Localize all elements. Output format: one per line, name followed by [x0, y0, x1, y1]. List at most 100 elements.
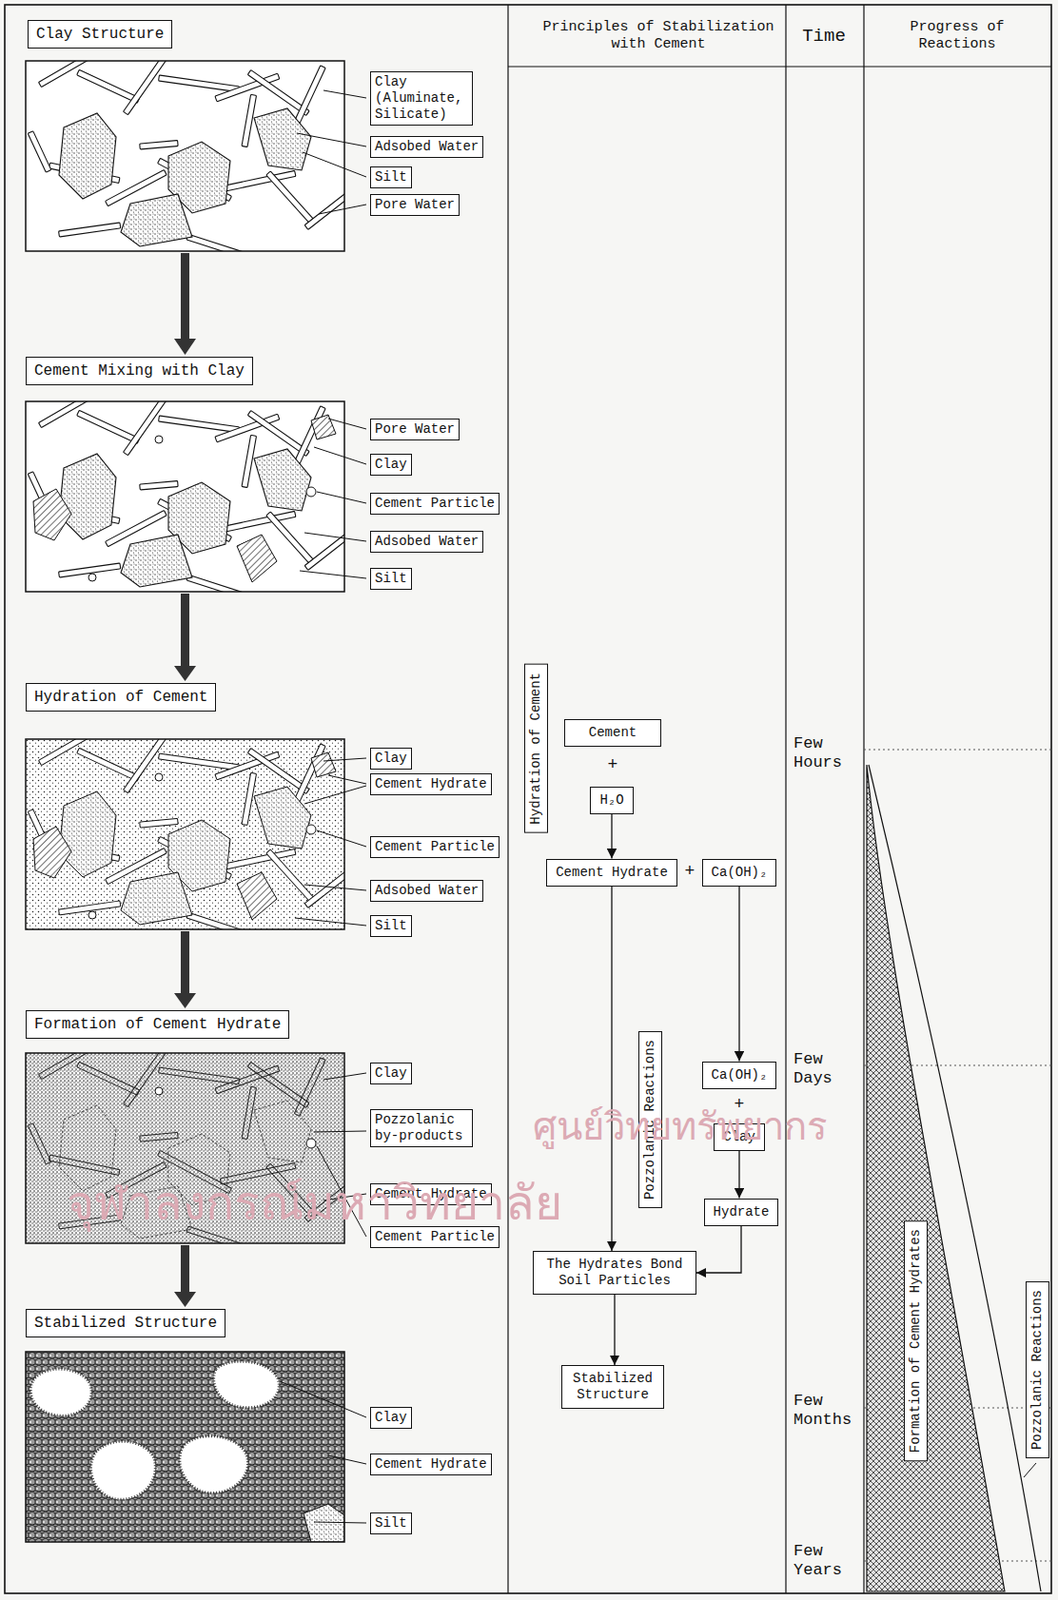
box-text: Silt	[374, 1515, 408, 1532]
column-header: Principles of Stabilization with Cement	[533, 19, 784, 54]
heading-box: Stabilized Structure	[25, 1309, 226, 1338]
flow-arrow	[696, 1226, 742, 1274]
heading-box: Cement Mixing with Clay	[25, 356, 254, 386]
box-text: Adsobed Water	[374, 533, 479, 550]
callout-box: Clay	[370, 1407, 412, 1430]
column-header: Progress of Reactions	[890, 19, 1024, 54]
box-text: Pozzolanic by-products	[374, 1112, 469, 1145]
box-text: Clay	[374, 750, 408, 767]
box-text: Pore Water	[374, 421, 455, 438]
time-label: Few Months	[793, 1391, 863, 1431]
time-label: Few Days	[793, 1050, 863, 1090]
flow-arrow	[738, 886, 740, 1062]
callout-box: Clay	[370, 453, 412, 476]
box-text: Clay	[374, 1065, 408, 1082]
callout-box: Silt	[370, 1512, 412, 1535]
box-text: Formation of Cement Hydrates	[907, 1229, 924, 1453]
leader-lines	[279, 90, 367, 1524]
vertical-box: Hydration of Cement	[524, 664, 549, 834]
box-text: Silt	[374, 570, 408, 588]
watermark: ศูนย์วิทยทรัพยากร	[532, 1103, 1028, 1150]
plus-sign: +	[685, 862, 696, 883]
box-text: Cement Hydrate	[555, 864, 668, 882]
vertical-box: Formation of Cement Hydrates	[903, 1220, 928, 1462]
flow-arrow	[610, 886, 612, 1253]
mixing-panel	[25, 401, 345, 592]
box-text: Pozzolanic Reactions	[1029, 1290, 1046, 1450]
box-text: Adsobed Water	[374, 138, 479, 156]
callout-box: Cement Hydrate	[370, 1453, 492, 1476]
callout-box: Cement Particle	[370, 836, 500, 859]
box-text: Clay	[374, 1410, 408, 1427]
callout-box: Pore Water	[370, 418, 460, 441]
box-text: Pore Water	[374, 196, 455, 214]
box-text: Stabilized Structure	[34, 1314, 217, 1333]
callout-box: Adsobed Water	[370, 136, 484, 158]
plus-sign: +	[607, 755, 619, 777]
vertical-box: Pozzolanic Reactions	[1025, 1281, 1050, 1459]
heading-box: Hydration of Cement	[25, 683, 216, 712]
box-text: The Hydrates Bond Soil Particles	[542, 1256, 687, 1290]
step-arrows	[174, 253, 196, 1308]
box-text: Cement Particle	[374, 495, 495, 512]
callout-box: Adsobed Water	[370, 880, 484, 902]
flow-box: The Hydrates Bond Soil Particles	[532, 1251, 697, 1295]
flow-arrow	[738, 1151, 740, 1199]
box-text: Silt	[374, 918, 408, 935]
table-grid	[4, 4, 1052, 1594]
box-text: Clay Structure	[36, 25, 164, 43]
box-text: Ca(OH)₂	[711, 864, 768, 882]
time-label: Few Years	[793, 1542, 863, 1582]
time-label: Few Hours	[793, 734, 863, 774]
box-text: Cement Particle	[374, 839, 495, 856]
box-text: Adsobed Water	[374, 882, 479, 900]
box-text: Hydrate	[713, 1204, 770, 1221]
callout-box: Clay	[370, 1062, 412, 1085]
callout-box: Cement Particle	[370, 492, 500, 515]
box-text: Stabilized Structure	[570, 1371, 655, 1404]
panel-frame	[25, 739, 345, 930]
clay-panel	[25, 60, 345, 252]
panel-frame	[25, 401, 345, 592]
box-text: Ca(OH)₂	[711, 1067, 768, 1084]
flow-box: Cement	[564, 719, 662, 747]
box-text: Silt	[374, 169, 408, 186]
hydration-panel	[25, 739, 345, 930]
box-text: Hydration of Cement	[34, 688, 208, 706]
box-text: Cement Hydrate	[374, 776, 488, 793]
box-text: Clay	[374, 456, 408, 473]
flow-box: H₂O	[589, 786, 633, 815]
callout-box: Adsobed Water	[370, 530, 484, 553]
box-text: Cement Particle	[374, 1229, 495, 1246]
flow-arrow	[610, 814, 612, 860]
callout-box: Pore Water	[370, 194, 460, 216]
callout-box: Silt	[370, 166, 412, 189]
box-text: Hydration of Cement	[528, 672, 545, 825]
flow-box: Ca(OH)₂	[702, 859, 778, 887]
flow-box: Hydrate	[704, 1198, 780, 1227]
callout-box: Cement Hydrate	[370, 773, 492, 796]
column-header: Time	[802, 25, 846, 48]
callout-box: Clay (Aluminate, Silicate)	[370, 71, 473, 126]
panel-frame	[25, 60, 345, 252]
stabilized-panel	[25, 1351, 345, 1543]
pozzolanic-curve	[868, 764, 1041, 1592]
cement-hydrate-area	[866, 764, 1005, 1592]
box-text: Clay (Aluminate, Silicate)	[374, 74, 469, 123]
heading-box: Formation of Cement Hydrate	[25, 1010, 290, 1039]
flow-box: Cement Hydrate	[546, 859, 678, 887]
flow-box: Ca(OH)₂	[702, 1061, 778, 1090]
box-text: Cement Mixing with Clay	[34, 362, 245, 380]
watermark: จุฬาลงกรณ์มหาวิทยาลัย	[66, 1175, 828, 1233]
callout-box: Pozzolanic by-products	[370, 1109, 473, 1148]
box-text: Formation of Cement Hydrate	[34, 1016, 281, 1034]
heading-box: Clay Structure	[27, 19, 173, 49]
flow-arrow	[613, 1294, 615, 1366]
callout-box: Clay	[370, 747, 412, 770]
leader-line	[1023, 1463, 1037, 1478]
box-text: Cement Hydrate	[374, 1456, 488, 1473]
callout-box: Silt	[370, 568, 412, 590]
panel-frame	[25, 1351, 345, 1543]
box-text: Cement	[573, 724, 652, 742]
callout-box: Silt	[370, 915, 412, 938]
